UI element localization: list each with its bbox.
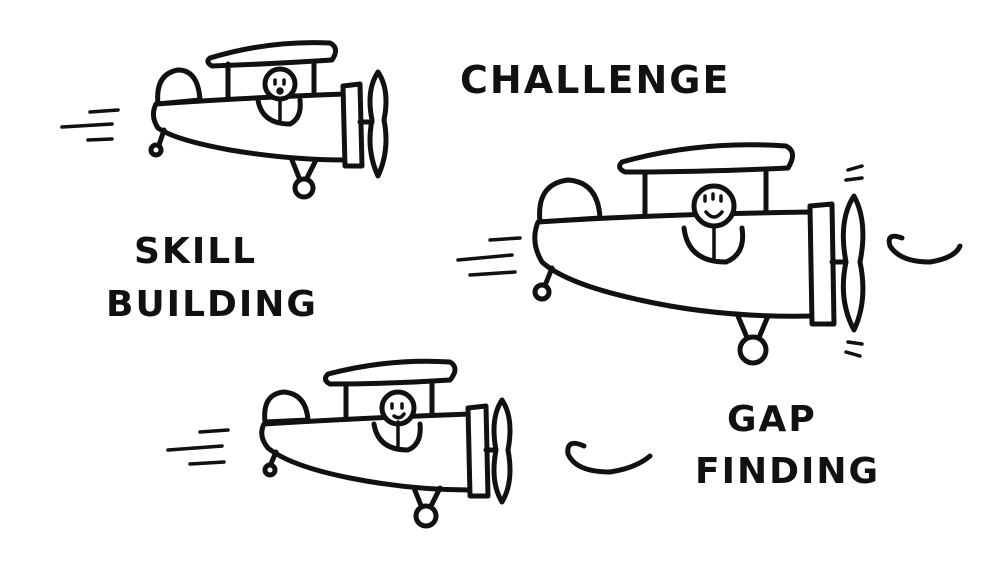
biplane-bottom (166, 358, 653, 529)
biplane-top-left (60, 40, 389, 200)
biplane-right (456, 142, 963, 366)
label-challenge: CHALLENGE (460, 58, 731, 102)
label-gap: GAP (727, 399, 817, 440)
label-building: BUILDING (106, 284, 318, 325)
label-skill: SKILL (134, 231, 258, 272)
label-finding: FINDING (695, 451, 881, 492)
